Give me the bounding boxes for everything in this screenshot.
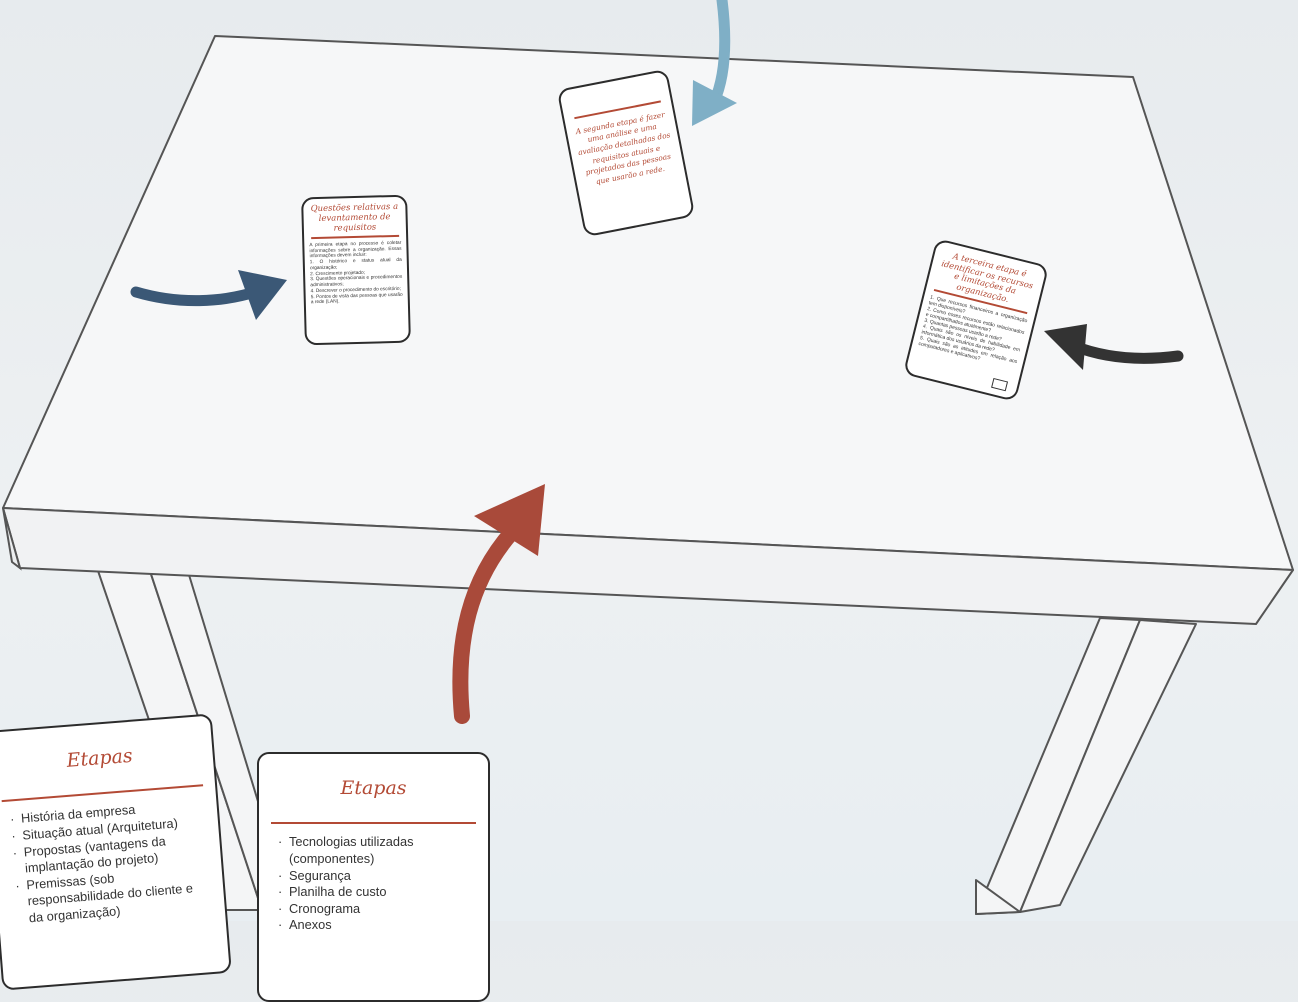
card-divider bbox=[311, 235, 400, 239]
list-item-text: Segurança bbox=[289, 867, 351, 883]
list-item-text: Premissas (sob responsabilidade do clien… bbox=[25, 870, 194, 926]
table-side-edge bbox=[2, 507, 22, 571]
bullet-icon: · bbox=[278, 867, 283, 883]
requirements-questions-card: Questões relativas a levantamento de req… bbox=[301, 194, 411, 346]
card-list: ·História da empresa ·Situação atual (Ar… bbox=[5, 797, 212, 929]
list-item-text: Planilha de custo bbox=[289, 884, 387, 900]
card-title: Etapas bbox=[65, 744, 134, 772]
arrow-down-light-blue-icon bbox=[692, 0, 737, 126]
list-item: · Planilha de custo bbox=[278, 884, 474, 901]
small-box-icon bbox=[991, 377, 1009, 392]
list-item-text: Anexos bbox=[289, 917, 332, 933]
card-title: A segunda etapa é fazer uma análise e um… bbox=[574, 109, 672, 187]
card-list: · Tecnologias utilizadas (componentes) · S… bbox=[273, 834, 474, 934]
table-scene bbox=[2, 0, 1294, 915]
etapas-card-2: Etapas · Tecnologias utilizadas (componen… bbox=[257, 752, 490, 1002]
bullet-icon: · bbox=[278, 900, 283, 916]
list-item: · Anexos bbox=[278, 917, 474, 934]
arrow-left-dark-icon bbox=[1044, 324, 1184, 370]
list-item-text: Tecnologias utilizadas (componentes) bbox=[289, 834, 414, 866]
bullet-icon: · bbox=[278, 834, 283, 850]
bullet-icon: · bbox=[278, 884, 283, 900]
card-text-line: 5. Pontos de vista das pessoas que usarã… bbox=[310, 292, 403, 306]
arrow-right-dark-blue-icon bbox=[130, 270, 287, 320]
list-item: · Cronograma bbox=[278, 900, 474, 918]
card-title: Etapas bbox=[340, 777, 407, 799]
bullet-icon: · bbox=[14, 877, 21, 894]
card-body: A primeira etapa no processo é coletar i… bbox=[309, 241, 403, 307]
bullet-icon: · bbox=[12, 844, 18, 860]
card-title: Questões relativas a levantamento de req… bbox=[310, 201, 399, 234]
table-leg-right bbox=[975, 617, 1197, 915]
list-item-text: Cronograma bbox=[289, 900, 361, 916]
list-item: · Tecnologias utilizadas (componentes) bbox=[278, 834, 474, 867]
list-item: · Segurança bbox=[278, 867, 474, 885]
bullet-icon: · bbox=[278, 917, 283, 933]
card-divider bbox=[271, 821, 476, 825]
arrow-up-red-icon bbox=[452, 484, 545, 724]
bullet-icon: · bbox=[9, 811, 15, 827]
bullet-icon: · bbox=[10, 828, 17, 844]
etapas-card-1: Etapas ·História da empresa ·Situação at… bbox=[0, 713, 232, 991]
